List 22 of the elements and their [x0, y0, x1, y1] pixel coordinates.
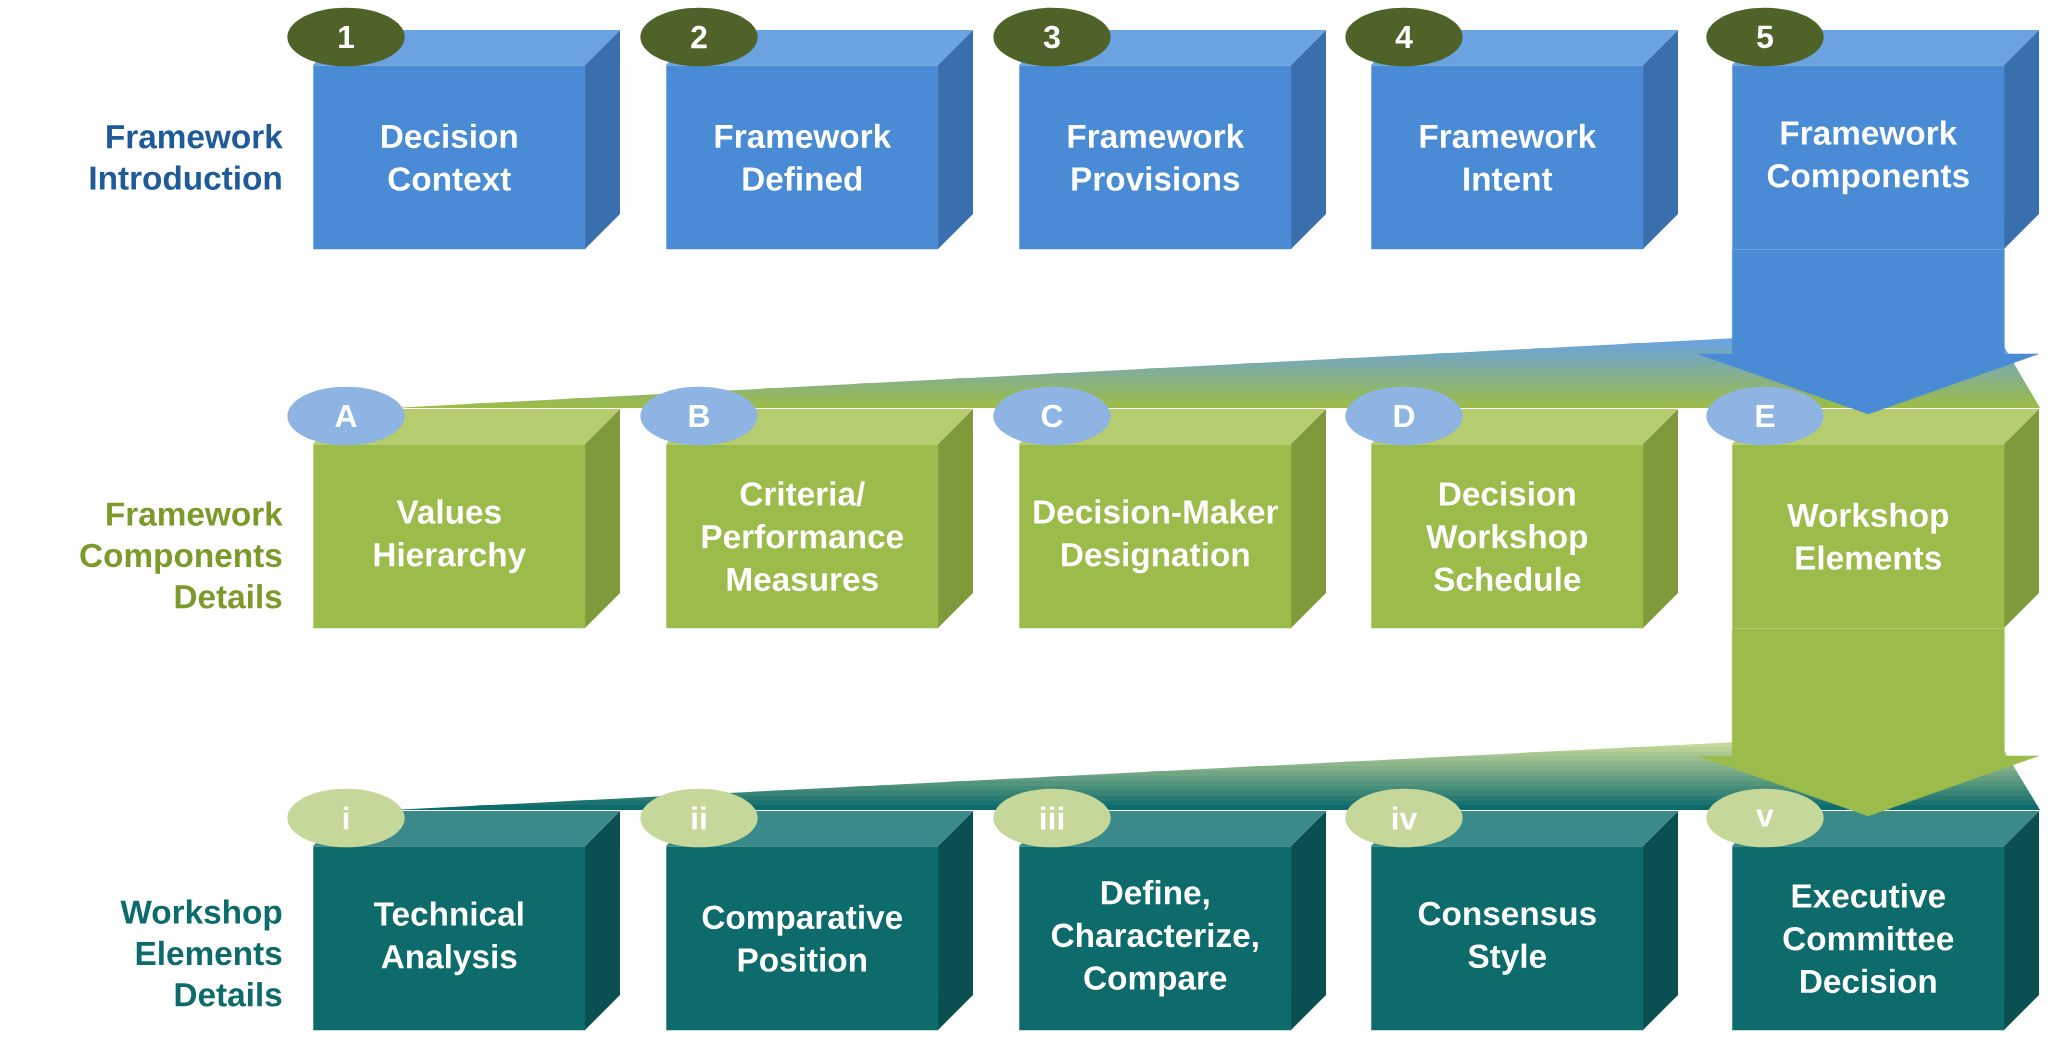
number-badge: v — [1706, 788, 1824, 848]
number-badge: E — [1706, 386, 1824, 446]
number-badge: i — [287, 788, 405, 848]
number-badge: 4 — [1345, 7, 1463, 67]
row-heading: Workshop Elements Details — [120, 899, 282, 1007]
number-badge: 1 — [287, 7, 405, 67]
funnel-arrow — [1698, 628, 2039, 817]
number-badge: B — [640, 386, 758, 446]
number-badge: C — [993, 386, 1111, 446]
row-heading: Framework Introduction — [90, 124, 283, 190]
number-badge: 2 — [640, 7, 758, 67]
node-label: Framework Components — [1767, 120, 1969, 195]
number-badge: iii — [993, 788, 1111, 848]
number-badge: 5 — [1706, 7, 1824, 67]
number-badge: ii — [640, 788, 758, 848]
number-badge: iv — [1345, 788, 1463, 848]
row-heading: Framework Components Details — [80, 501, 283, 609]
node-label: Workshop Elements — [1787, 502, 1949, 570]
number-badge: 3 — [993, 7, 1111, 67]
funnel-arrow — [1698, 249, 2039, 415]
number-badge: D — [1345, 386, 1463, 446]
number-badge: A — [287, 386, 405, 446]
